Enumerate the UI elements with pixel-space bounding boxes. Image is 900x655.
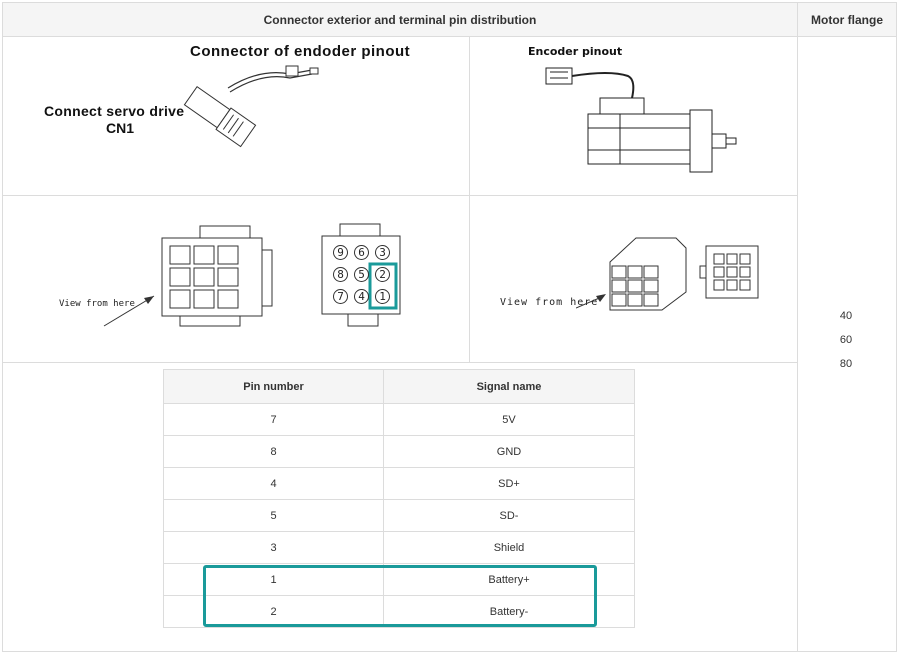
- drive-label-line1: Connect servo drive: [44, 103, 185, 119]
- battery-pins-highlight: [203, 565, 597, 627]
- signal-cell: GND: [383, 435, 635, 468]
- drive-label-line2: CN1: [106, 120, 135, 136]
- pin-cell: 4: [163, 467, 384, 500]
- header-signal-name: Signal name: [383, 369, 635, 404]
- pin-1: 1: [375, 289, 390, 304]
- pin-6: 6: [354, 245, 369, 260]
- pin-cell: 5: [163, 499, 384, 532]
- signal-cell: Shield: [383, 531, 635, 564]
- pin-table-header: Pin number Signal name: [163, 369, 635, 404]
- pin-3: 3: [375, 245, 390, 260]
- flange-size-40: 40: [839, 310, 853, 322]
- pin-8: 8: [333, 267, 348, 282]
- pin-9: 9: [333, 245, 348, 260]
- connector-housing-drawing: [103, 225, 273, 327]
- connector-title: Connector of endoder pinout: [190, 43, 411, 60]
- signal-cell: Battery-: [383, 595, 635, 628]
- motor-connector-drawing: [576, 237, 759, 311]
- pin-7: 7: [333, 289, 348, 304]
- pin-5: 5: [354, 267, 369, 282]
- signal-cell: SD-: [383, 499, 635, 532]
- row-divider: [3, 195, 797, 196]
- servo-motor-drawing: [545, 67, 737, 173]
- header-connector-exterior: Connector exterior and terminal pin dist…: [3, 3, 797, 37]
- signal-cell: 5V: [383, 403, 635, 436]
- header-motor-flange: Motor flange: [798, 3, 896, 37]
- flange-size-80: 80: [839, 358, 853, 370]
- flange-size-60: 60: [839, 334, 853, 346]
- view-from-here-left: View from here: [59, 299, 135, 309]
- pin-4: 4: [354, 289, 369, 304]
- encoder-cable-drawing: [183, 65, 319, 148]
- view-from-here-right: View from here: [500, 297, 599, 308]
- pin-cell: 2: [163, 595, 384, 628]
- signal-cell: Battery+: [383, 563, 635, 596]
- pin-cell: 8: [163, 435, 384, 468]
- pin-cell: 7: [163, 403, 384, 436]
- header-pin-number: Pin number: [163, 369, 384, 404]
- pin-cell: 1: [163, 563, 384, 596]
- pin-cell: 3: [163, 531, 384, 564]
- pin-2: 2: [375, 267, 390, 282]
- row-divider: [3, 362, 797, 363]
- column-divider: [797, 3, 798, 651]
- encoder-title: Encoder pinout: [528, 45, 623, 58]
- figure-divider: [469, 36, 470, 362]
- signal-cell: SD+: [383, 467, 635, 500]
